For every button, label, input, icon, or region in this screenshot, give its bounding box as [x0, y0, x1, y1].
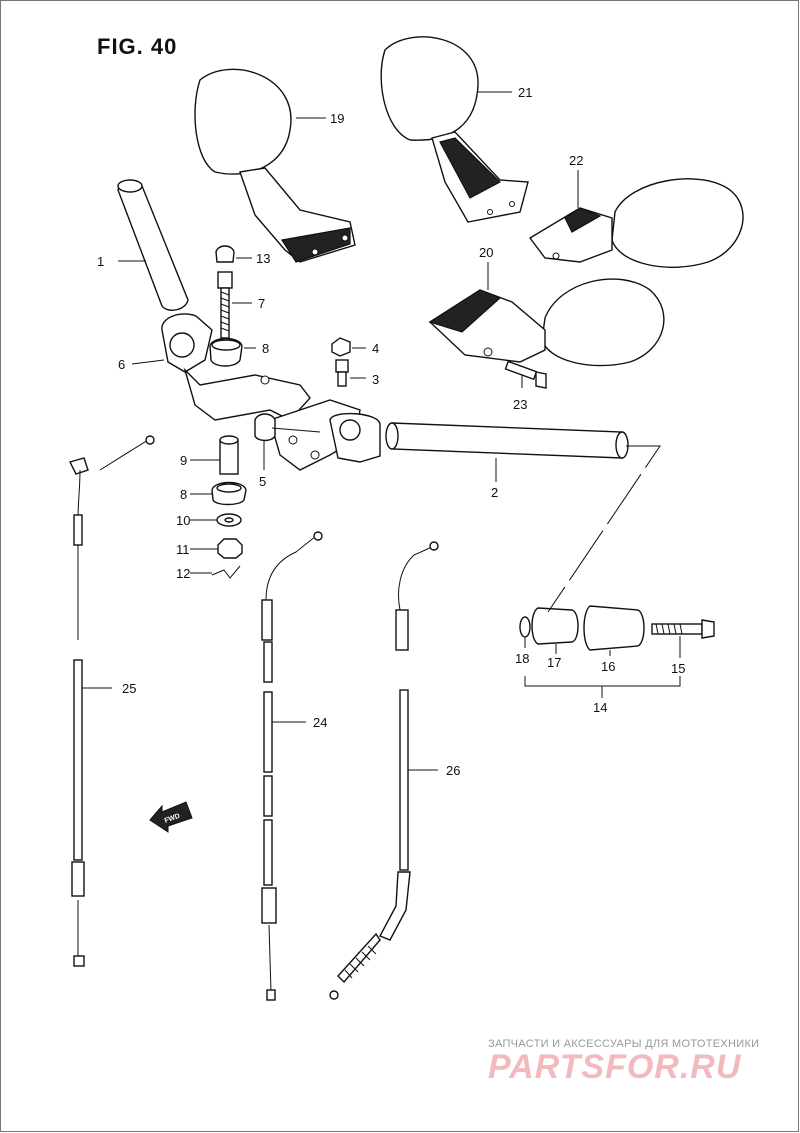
nut-11[interactable] [217, 538, 243, 559]
callout-10: 10 [176, 513, 190, 528]
callout-9: 9 [180, 453, 187, 468]
handlebar-holder-6[interactable] [161, 313, 361, 471]
callout-2: 2 [491, 485, 498, 500]
watermark-brand: PARTSFOR.RU [488, 1048, 742, 1086]
callout-25: 25 [122, 681, 136, 696]
handlebar-left-1[interactable] [117, 179, 189, 311]
callout-20: 20 [479, 245, 493, 260]
figure-title: FIG. 40 [97, 34, 178, 59]
mirror-20[interactable] [428, 278, 665, 367]
callout-8a: 8 [262, 341, 269, 356]
mirror-21[interactable] [380, 36, 529, 223]
bolt-5[interactable] [254, 413, 321, 442]
watermark: ЗАПЧАСТИ И АКСЕССУАРЫ ДЛЯ МОТОТЕХНИКИ PA… [488, 1038, 784, 1087]
callout-13: 13 [256, 251, 270, 266]
callout-19: 19 [330, 111, 344, 126]
handlebar-right-2[interactable] [385, 422, 629, 459]
rubber-cushion-8-bottom[interactable] [211, 481, 247, 506]
throttle-cable-24[interactable] [261, 531, 323, 1001]
bolt-7[interactable] [217, 271, 233, 339]
callout-21: 21 [518, 85, 532, 100]
callout-26: 26 [446, 763, 460, 778]
callout-18: 18 [515, 651, 529, 666]
callout-3: 3 [372, 372, 379, 387]
nut-4[interactable] [331, 337, 351, 357]
callout-14: 14 [593, 700, 607, 715]
callout-23: 23 [513, 397, 527, 412]
bar-end-weight-16[interactable] [583, 605, 645, 651]
callout-17: 17 [547, 655, 561, 670]
rubber-cushion-8-top[interactable] [209, 337, 243, 367]
callout-11: 11 [176, 542, 190, 557]
callout-24: 24 [313, 715, 327, 730]
callout-1: 1 [97, 254, 104, 269]
callout-16: 16 [601, 659, 615, 674]
bar-end-weight-17[interactable] [531, 607, 579, 645]
cap-13[interactable] [215, 245, 235, 263]
callout-7: 7 [258, 296, 265, 311]
mirror-19[interactable] [194, 68, 356, 263]
callout-15: 15 [671, 661, 685, 676]
spacer-9[interactable] [219, 435, 239, 475]
mirror-22[interactable] [528, 178, 744, 268]
bolt-23[interactable] [504, 360, 547, 389]
screw-15[interactable] [651, 619, 715, 639]
leader-lines [82, 91, 681, 771]
handlebar-right-clamp[interactable] [329, 412, 381, 463]
callout-labels: 1 6 13 7 8 4 3 5 9 8 10 11 12 19 21 22 2… [97, 85, 685, 778]
fwd-arrow-icon: FWD [149, 801, 193, 833]
callout-12: 12 [176, 566, 190, 581]
callout-8b: 8 [180, 487, 187, 502]
throttle-cable-25[interactable] [68, 435, 155, 967]
washer-18[interactable] [519, 616, 531, 638]
cotter-pin-12[interactable] [211, 565, 241, 579]
callout-22: 22 [569, 153, 583, 168]
watermark-caption: ЗАПЧАСТИ И АКСЕССУАРЫ ДЛЯ МОТОТЕХНИКИ [488, 1038, 760, 1050]
clutch-cable-26[interactable] [329, 541, 439, 1000]
callout-5: 5 [259, 474, 266, 489]
bolt-3[interactable] [335, 359, 349, 387]
washer-10[interactable] [216, 513, 242, 527]
callout-4: 4 [372, 341, 379, 356]
callout-6: 6 [118, 357, 125, 372]
